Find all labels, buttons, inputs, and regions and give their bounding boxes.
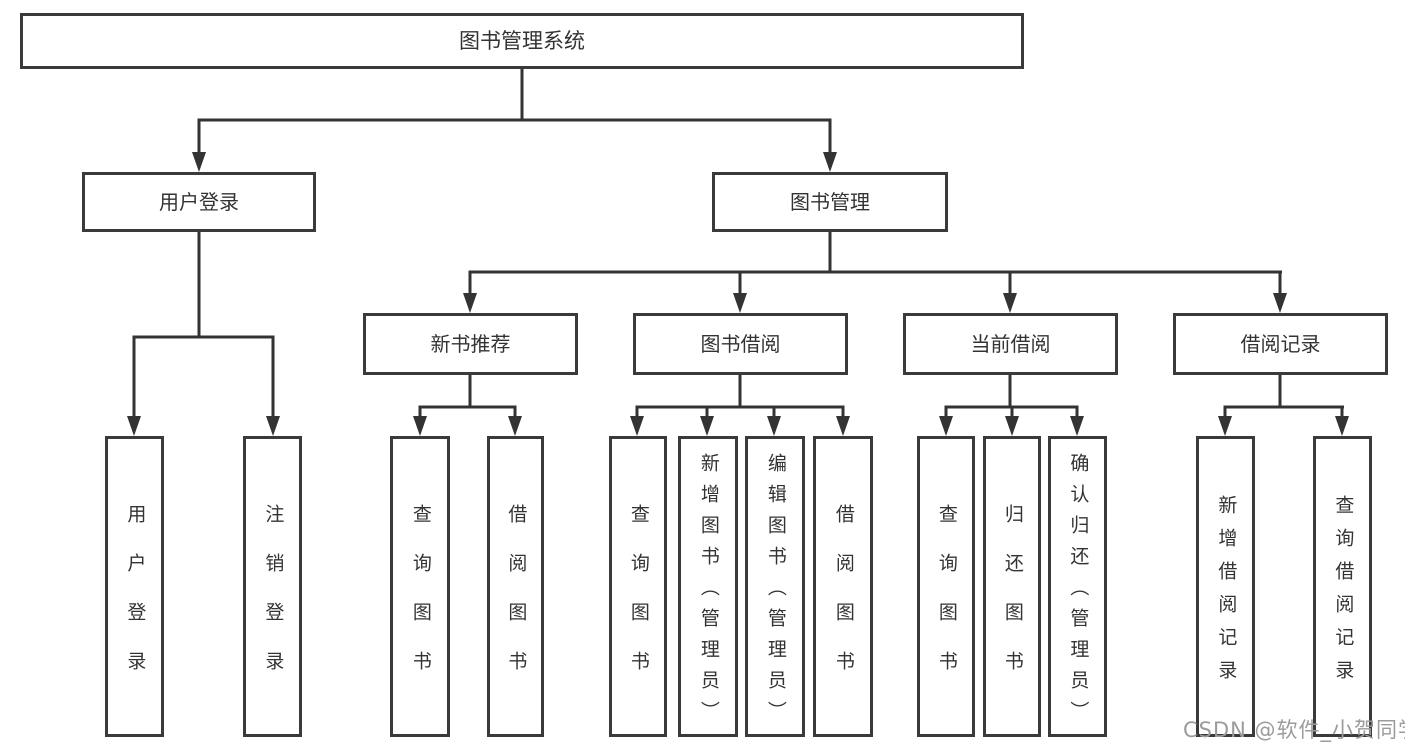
arrowhead-down-icon <box>1335 416 1349 436</box>
arrowhead-down-icon <box>733 293 747 313</box>
node-book-management-label: 图书管理 <box>790 190 870 214</box>
arrowhead-down-icon <box>266 416 280 436</box>
csdn-watermark: CSDN @软件_小贺同学 <box>1183 718 1405 742</box>
arrowhead-down-icon <box>939 416 953 436</box>
node-book-management: 图书管理 <box>712 172 948 232</box>
leaf-newbook-query-books-label: 查询图书 <box>409 503 432 700</box>
arrowhead-down-icon <box>1273 293 1287 313</box>
arrowhead-down-icon <box>836 416 850 436</box>
node-user-login-label: 用户登录 <box>159 190 239 214</box>
leaf-records-query-record: 查询借阅记录 <box>1313 436 1372 737</box>
arrowhead-down-icon <box>823 152 837 172</box>
arrowhead-down-icon <box>1070 416 1084 436</box>
leaf-records-query-record-label: 查询借阅记录 <box>1332 494 1355 693</box>
arrowhead-down-icon <box>463 293 477 313</box>
arrowhead-down-icon <box>127 416 141 436</box>
node-new-book-recommend: 新书推荐 <box>363 313 578 375</box>
leaf-borrow-add-books-admin: 新增图书（管理员） <box>678 436 738 737</box>
connector-userlogin-to-leaves <box>127 232 280 436</box>
leaf-logout: 注销登录 <box>243 436 302 737</box>
leaf-current-return-books-label: 归还图书 <box>1001 503 1024 700</box>
leaf-current-return-books: 归还图书 <box>983 436 1041 737</box>
connector-records-to-leaves <box>1218 375 1349 436</box>
leaf-logout-label: 注销登录 <box>262 503 285 700</box>
arrowhead-down-icon <box>1005 416 1019 436</box>
arrowhead-down-icon <box>1003 293 1017 313</box>
arrowhead-down-icon <box>767 416 781 436</box>
leaf-borrow-add-books-admin-label: 新增图书（管理员） <box>697 453 720 732</box>
connector-newbook-to-leaves <box>413 375 522 436</box>
connector-current-to-leaves <box>939 375 1084 436</box>
arrowhead-down-icon <box>413 416 427 436</box>
arrowhead-down-icon <box>508 416 522 436</box>
node-root: 图书管理系统 <box>20 13 1024 69</box>
leaf-borrow-edit-books-admin: 编辑图书（管理员） <box>745 436 805 737</box>
connector-bookmgmt-to-level3 <box>463 232 1287 313</box>
leaf-borrow-query-books: 查询图书 <box>609 436 667 737</box>
leaf-user-login-label: 用户登录 <box>124 503 147 700</box>
arrowhead-down-icon <box>700 416 714 436</box>
node-current-borrow: 当前借阅 <box>903 313 1118 375</box>
leaf-newbook-borrow-books-label: 借阅图书 <box>505 503 528 700</box>
node-new-book-recommend-label: 新书推荐 <box>430 332 511 356</box>
node-book-borrow: 图书借阅 <box>633 313 848 375</box>
node-borrow-records: 借阅记录 <box>1173 313 1388 375</box>
leaf-newbook-query-books: 查询图书 <box>390 436 450 737</box>
node-book-borrow-label: 图书借阅 <box>700 332 781 356</box>
leaf-borrow-query-books-label: 查询图书 <box>627 503 650 700</box>
leaf-current-confirm-return-admin: 确认归还（管理员） <box>1048 436 1107 737</box>
leaf-records-add-record: 新增借阅记录 <box>1196 436 1255 737</box>
connector-root-to-level2 <box>192 69 837 172</box>
leaf-borrow-borrow-books-label: 借阅图书 <box>832 503 855 700</box>
leaf-user-login: 用户登录 <box>105 436 164 737</box>
leaf-current-query-books-label: 查询图书 <box>935 503 958 700</box>
node-root-label: 图书管理系统 <box>459 28 585 53</box>
node-current-borrow-label: 当前借阅 <box>970 332 1051 356</box>
arrowhead-down-icon <box>630 416 644 436</box>
leaf-records-add-record-label: 新增借阅记录 <box>1215 494 1238 693</box>
leaf-newbook-borrow-books: 借阅图书 <box>487 436 544 737</box>
arrowhead-down-icon <box>1218 416 1232 436</box>
node-user-login: 用户登录 <box>82 172 316 232</box>
node-borrow-records-label: 借阅记录 <box>1240 332 1321 356</box>
leaf-current-confirm-return-admin-label: 确认归还（管理员） <box>1067 453 1090 732</box>
leaf-borrow-edit-books-admin-label: 编辑图书（管理员） <box>764 453 787 732</box>
leaf-current-query-books: 查询图书 <box>917 436 975 737</box>
leaf-borrow-borrow-books: 借阅图书 <box>813 436 873 737</box>
arrowhead-down-icon <box>192 152 206 172</box>
connector-borrow-to-leaves <box>630 375 850 436</box>
